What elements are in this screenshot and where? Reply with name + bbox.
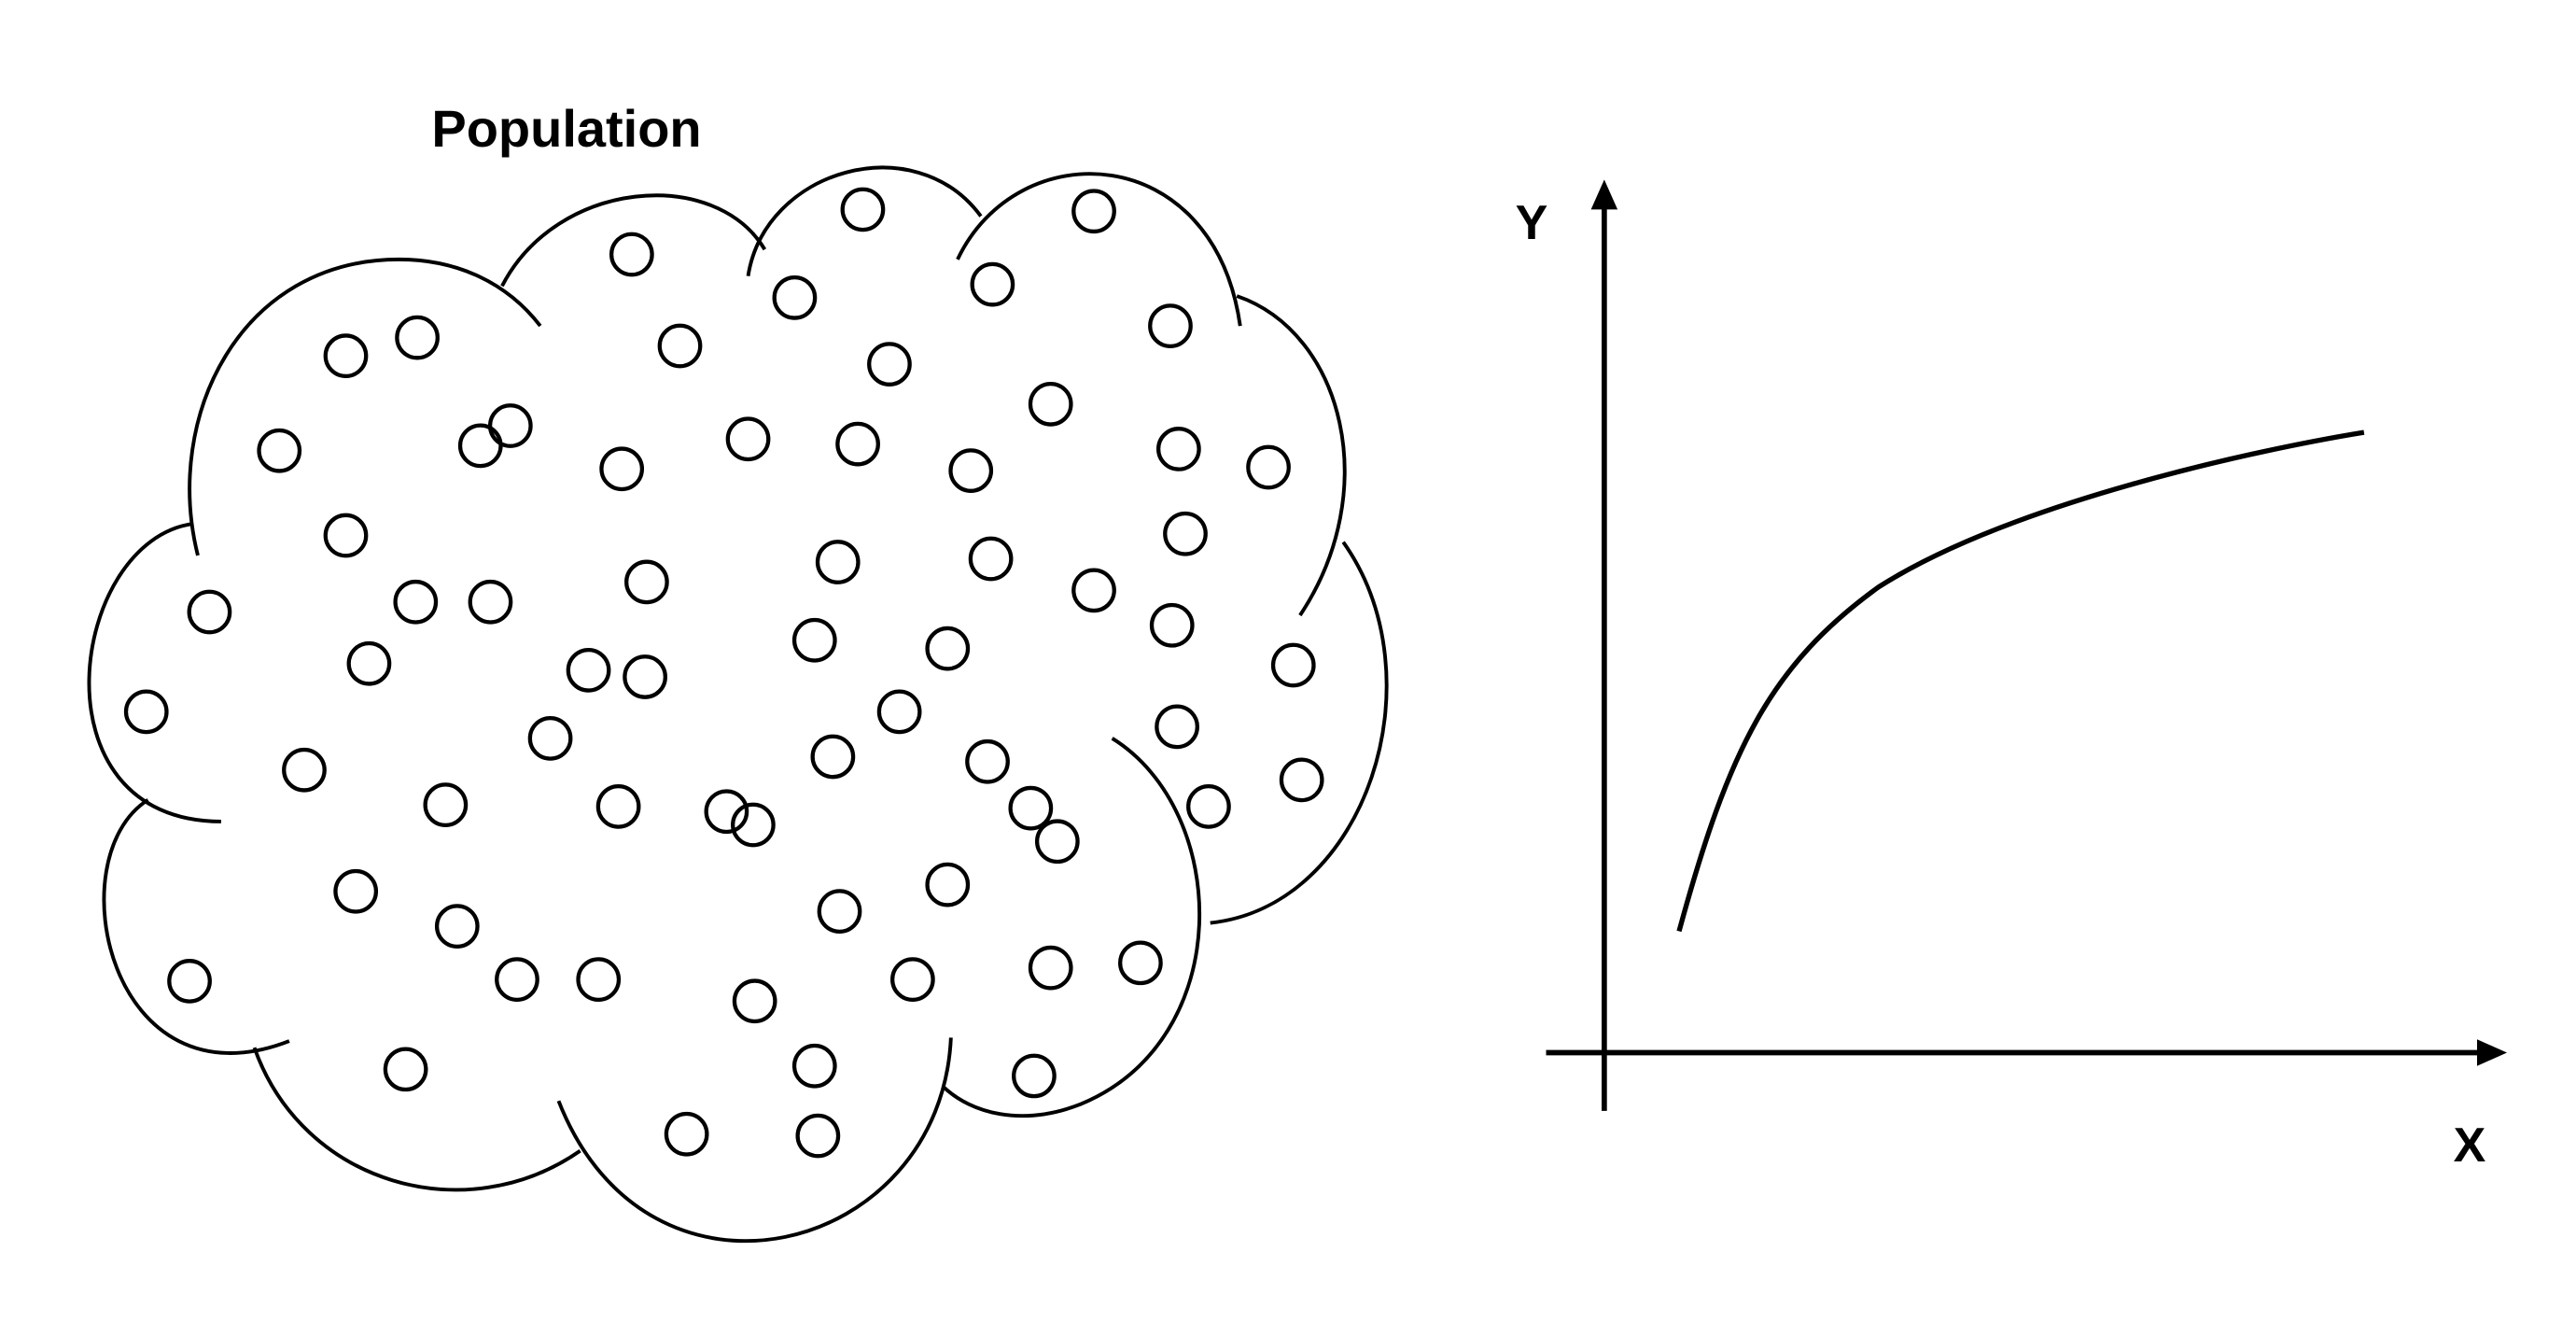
- x-axis-label: X: [2454, 1118, 2486, 1173]
- population-member: [599, 446, 645, 492]
- population-member: [566, 647, 611, 693]
- population-member: [383, 1047, 428, 1092]
- population-member: [791, 1043, 837, 1089]
- population-member: [965, 738, 1010, 784]
- population-member: [1148, 303, 1193, 348]
- population-members: [123, 187, 1324, 1159]
- xy-axes: [1546, 179, 2508, 1111]
- cloud-lobe-bottom-left: [252, 1047, 581, 1192]
- cloud-lobe-left-upper: [87, 522, 221, 823]
- population-member: [257, 428, 302, 473]
- population-cloud: [87, 165, 1389, 1244]
- population-member: [1118, 940, 1163, 986]
- x-axis-arrowhead: [2476, 1039, 2508, 1066]
- population-member: [167, 959, 212, 1004]
- population-member: [867, 342, 912, 387]
- population-member: [1279, 757, 1324, 803]
- population-member: [393, 579, 439, 625]
- relationship-curve: [1676, 429, 2365, 933]
- population-member: [1012, 1053, 1057, 1099]
- population-member: [1163, 511, 1208, 556]
- population-member: [840, 187, 886, 232]
- cloud-lobe-top-right: [956, 172, 1242, 327]
- population-member: [1149, 602, 1195, 648]
- population-member: [725, 416, 771, 462]
- cloud-lobe-left-lower: [102, 798, 290, 1055]
- population-member: [1155, 704, 1199, 750]
- population-member: [948, 448, 994, 493]
- population-member: [970, 261, 1015, 307]
- population-title: Population: [431, 99, 701, 158]
- y-axis-arrowhead: [1590, 179, 1618, 210]
- population-member: [1156, 427, 1201, 471]
- population-member: [323, 513, 369, 558]
- population-member: [346, 640, 392, 686]
- population-member: [282, 747, 327, 793]
- population-member: [323, 333, 369, 379]
- population-member: [876, 689, 922, 735]
- population-member: [925, 626, 971, 671]
- population-member: [810, 734, 856, 780]
- population-member: [123, 689, 169, 735]
- population-member: [1034, 819, 1080, 865]
- population-member: [732, 978, 777, 1024]
- population-member: [817, 889, 862, 934]
- cloud-lobe-top-left: [188, 257, 542, 556]
- population-member: [772, 274, 818, 320]
- population-member: [1186, 784, 1231, 829]
- population-member: [495, 957, 539, 1002]
- population-member: [468, 579, 513, 625]
- population-member: [731, 802, 776, 848]
- population-member: [487, 403, 533, 448]
- population-member: [623, 654, 667, 699]
- population-member: [457, 423, 503, 469]
- population-member: [968, 536, 1014, 582]
- population-member: [423, 782, 469, 827]
- population-member: [527, 715, 573, 761]
- cloud-lobe-bottom-center: [556, 1037, 953, 1244]
- cloud-lobe-bottom-right: [943, 737, 1201, 1118]
- population-member: [795, 1113, 841, 1159]
- population-member: [704, 789, 749, 835]
- population-member: [1028, 381, 1073, 427]
- population-member: [835, 421, 880, 467]
- population-member: [187, 589, 232, 635]
- population-member: [333, 868, 379, 914]
- population-member: [1008, 785, 1054, 831]
- cloud-lobe-right-lower: [1210, 541, 1389, 925]
- population-member: [890, 957, 935, 1002]
- population-member: [1071, 568, 1116, 613]
- population-member: [1246, 444, 1291, 490]
- population-member: [1071, 189, 1116, 234]
- population-member: [664, 1111, 709, 1157]
- population-member: [395, 315, 440, 360]
- population-member: [609, 232, 654, 277]
- population-member: [624, 559, 669, 605]
- population-member: [1028, 945, 1073, 991]
- population-member: [434, 904, 480, 949]
- population-member: [595, 784, 641, 829]
- population-member: [657, 323, 703, 369]
- population-member: [1270, 642, 1316, 688]
- cloud-lobe-top-center: [746, 165, 983, 276]
- y-axis-label: Y: [1516, 196, 1548, 250]
- population-member: [925, 862, 971, 907]
- cloud-lobe-top-center-left: [500, 193, 767, 288]
- population-member: [815, 540, 861, 584]
- cloud-lobe-right-upper: [1236, 294, 1347, 617]
- population-member: [576, 957, 622, 1002]
- population-member: [791, 617, 837, 663]
